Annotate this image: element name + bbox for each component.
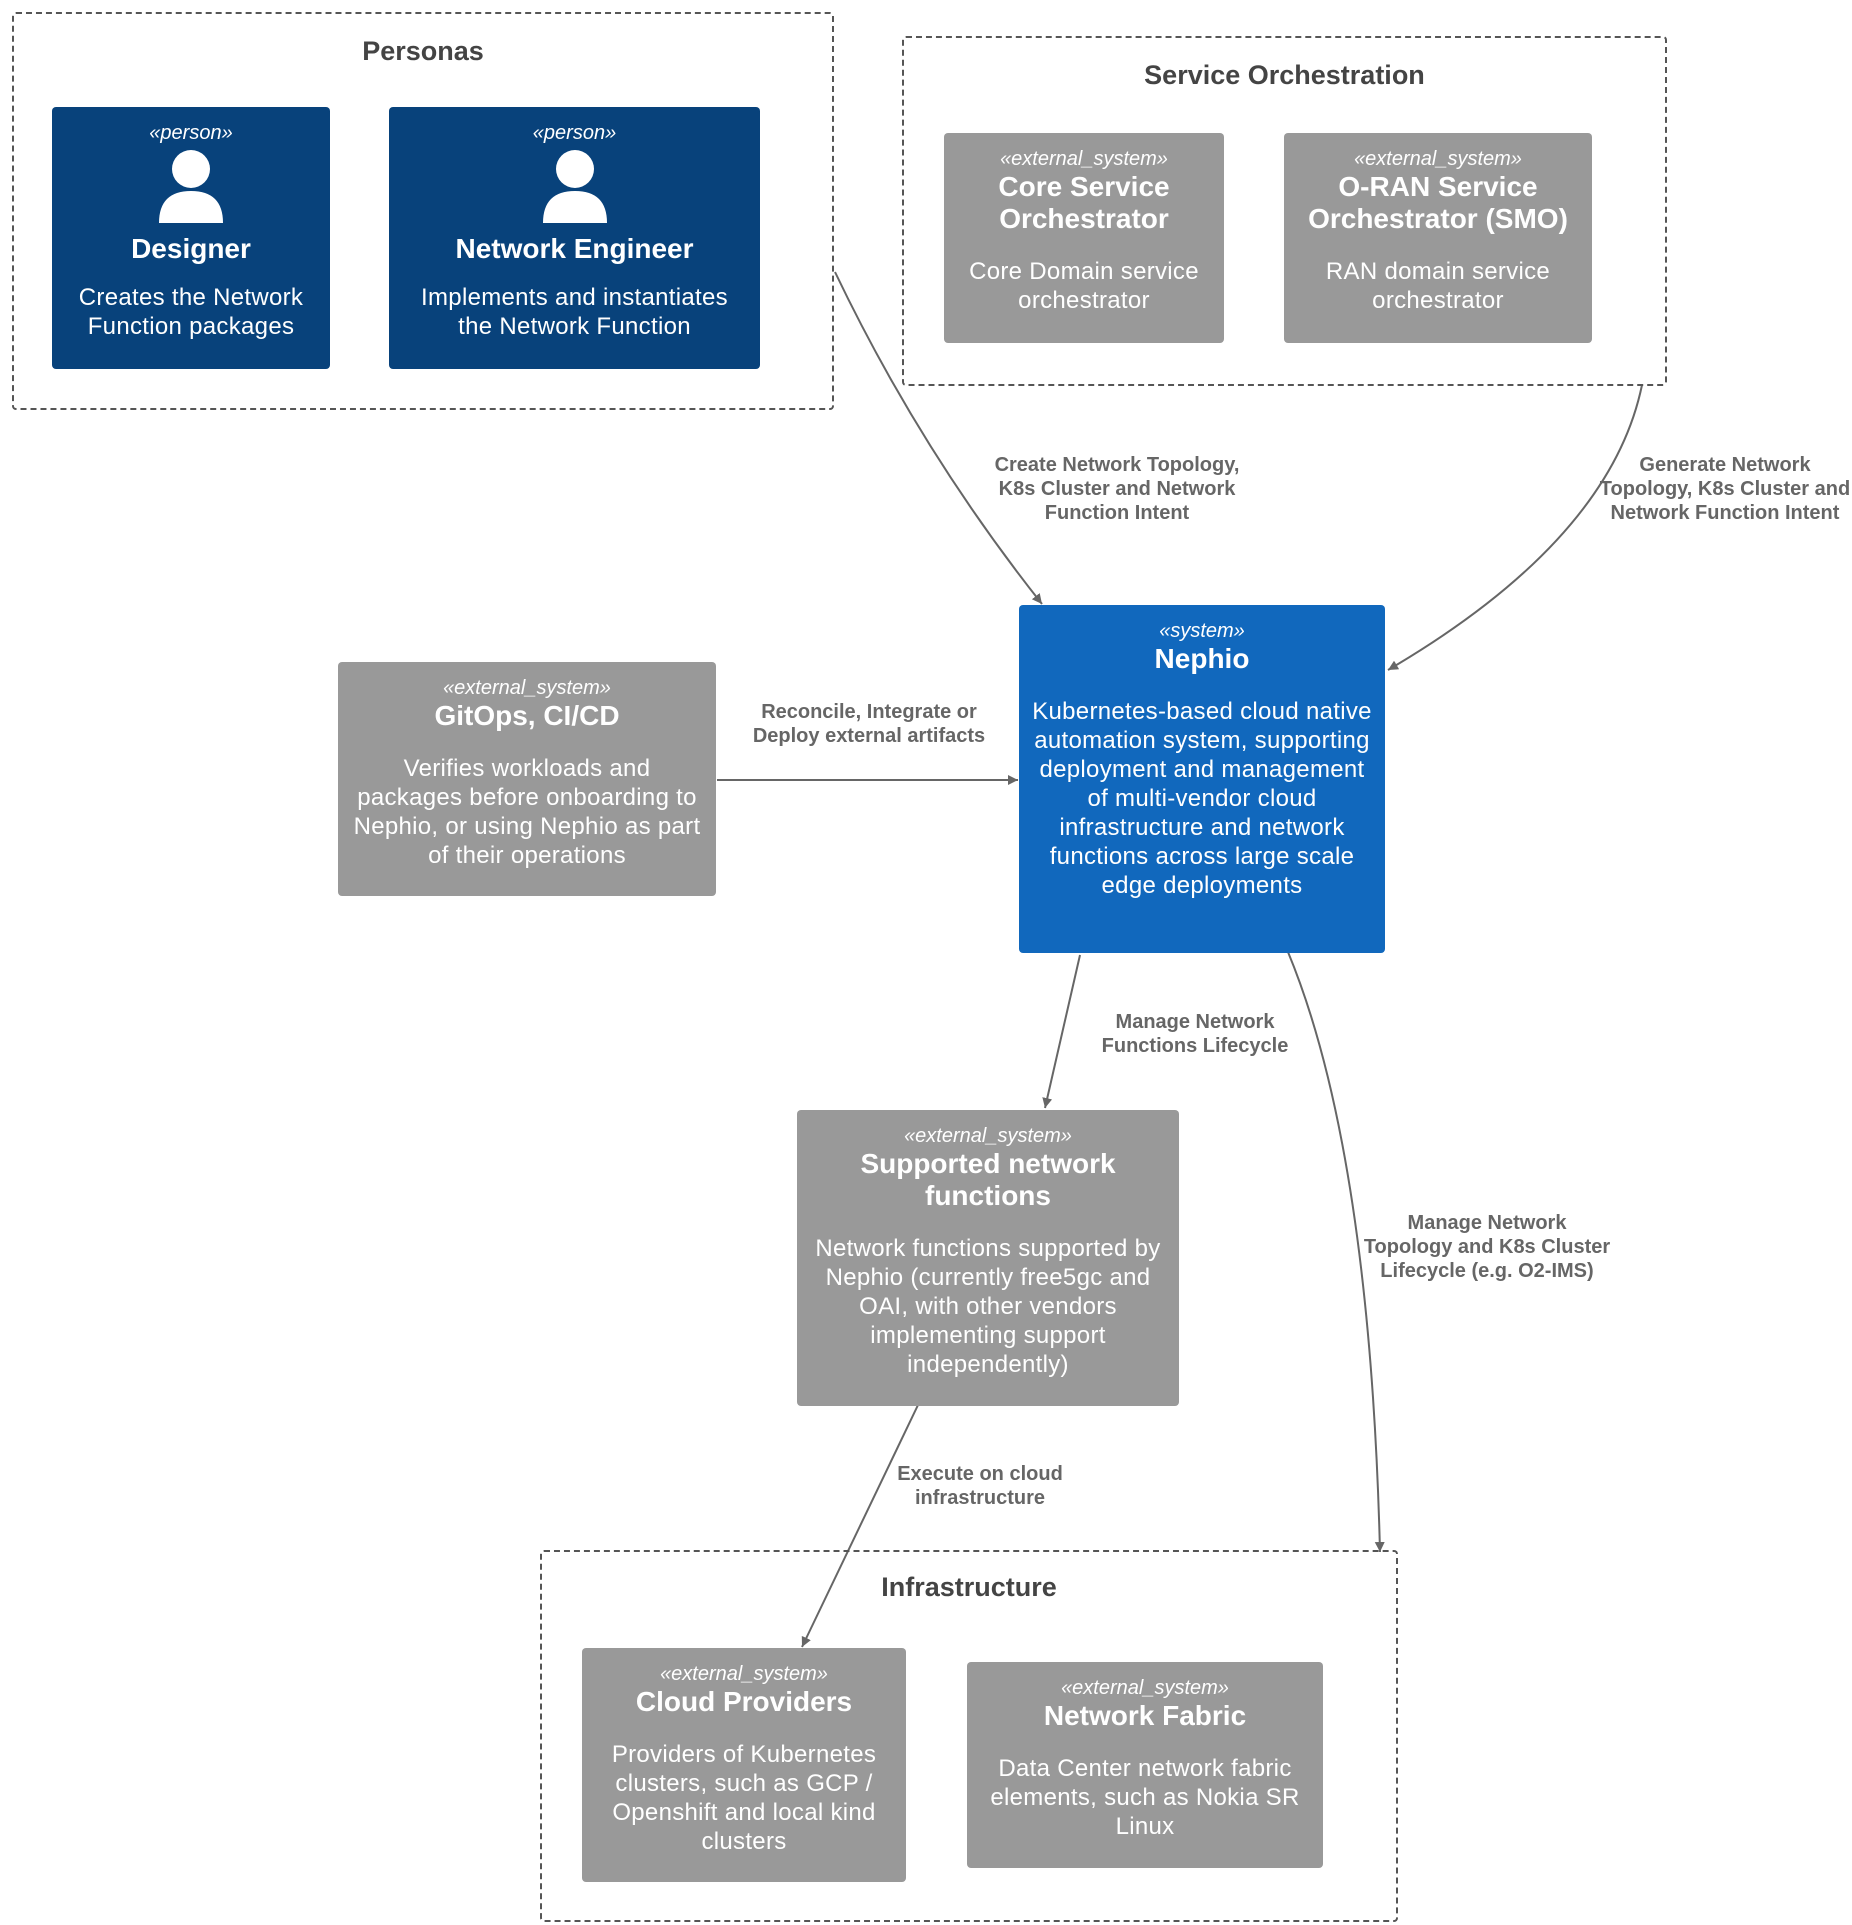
edge-label-nf-to-cloud: Execute on cloud infrastructure <box>897 1463 1063 1509</box>
network-engineer-description: Implements and instantiates the Network … <box>421 284 728 340</box>
core-so-title: Core Service Orchestrator <box>998 171 1170 234</box>
designer-stereotype: «person» <box>149 122 233 144</box>
edge-personas-to-nephio <box>834 271 1043 605</box>
boundary-service-orchestration: Service Orchestration <box>902 36 1667 386</box>
edge-nephio-to-nf <box>1042 954 1081 1109</box>
oran-smo-description: RAN domain service orchestrator <box>1325 258 1551 314</box>
edge-so-to-nephio <box>1387 384 1643 671</box>
edge-nf-to-cloud <box>801 1404 919 1648</box>
supported-nf-title: Supported network functions <box>860 1148 1116 1211</box>
edge-label-nephio-to-infra: Manage Network Topology and K8s Cluster … <box>1363 1212 1611 1282</box>
gitops-stereotype: «external_system» <box>443 677 611 699</box>
nephio-description: Kubernetes-based cloud native automation… <box>1032 698 1372 899</box>
boundary-service-orchestration-title: Service Orchestration <box>1144 60 1425 90</box>
nephio-title: Nephio <box>1154 643 1250 674</box>
oran-smo-title: O-RAN Service Orchestrator (SMO) <box>1308 171 1568 234</box>
network-fabric-stereotype: «external_system» <box>1061 1677 1229 1699</box>
cloud-providers-title: Cloud Providers <box>635 1686 853 1717</box>
gitops-title: GitOps, CI/CD <box>434 700 620 731</box>
boundary-infrastructure: Infrastructure <box>540 1550 1398 1922</box>
node-supported-network-functions[interactable]: «external_system» Supported network func… <box>797 1110 1179 1406</box>
cloud-providers-stereotype: «external_system» <box>660 1663 828 1685</box>
boundary-infrastructure-title: Infrastructure <box>881 1572 1057 1602</box>
network-fabric-description: Data Center network fabric elements, suc… <box>990 1755 1300 1840</box>
designer-description: Creates the Network Function packages <box>78 284 304 340</box>
core-so-stereotype: «external_system» <box>1000 148 1168 170</box>
boundary-personas-title: Personas <box>362 36 484 66</box>
node-cloud-providers[interactable]: «external_system» Cloud Providers Provid… <box>582 1648 906 1882</box>
node-oran-smo[interactable]: «external_system» O-RAN Service Orchestr… <box>1284 133 1592 343</box>
network-engineer-title: Network Engineer <box>455 233 694 264</box>
edge-label-personas-to-nephio: Create Network Topology, K8s Cluster and… <box>994 454 1240 524</box>
boundary-personas: Personas <box>12 12 834 410</box>
supported-nf-description: Network functions supported by Nephio (c… <box>815 1235 1161 1378</box>
person-icon <box>542 150 607 223</box>
nephio-stereotype: «system» <box>1159 620 1245 642</box>
edge-nephio-to-infra <box>1287 951 1385 1553</box>
node-nephio[interactable]: «system» Nephio Kubernetes-based cloud n… <box>1019 605 1385 953</box>
node-network-fabric[interactable]: «external_system» Network Fabric Data Ce… <box>967 1662 1323 1868</box>
oran-smo-stereotype: «external_system» <box>1354 148 1522 170</box>
cloud-providers-description: Providers of Kubernetes clusters, such a… <box>611 1741 877 1855</box>
core-so-description: Core Domain service orchestrator <box>969 258 1199 314</box>
node-core-service-orchestrator[interactable]: «external_system» Core Service Orchestra… <box>944 133 1224 343</box>
edge-label-gitops-to-nephio: Reconcile, Integrate or Deploy external … <box>752 701 986 747</box>
node-gitops-cicd[interactable]: «external_system» GitOps, CI/CD Verifies… <box>338 662 716 896</box>
person-icon <box>159 150 223 223</box>
edge-label-nephio-to-nf: Manage Network Functions Lifecycle <box>1101 1011 1289 1057</box>
network-fabric-title: Network Fabric <box>1043 1700 1247 1731</box>
edge-label-so-to-nephio: Generate Network Topology, K8s Cluster a… <box>1599 454 1851 524</box>
node-designer[interactable]: «person» Designer Creates the Network Fu… <box>52 107 330 369</box>
designer-title: Designer <box>131 233 251 264</box>
supported-nf-stereotype: «external_system» <box>904 1125 1072 1147</box>
network-engineer-stereotype: «person» <box>532 122 617 144</box>
node-network-engineer[interactable]: «person» Network Engineer Implements and… <box>389 107 760 369</box>
gitops-description: Verifies workloads and packages before o… <box>353 755 701 869</box>
